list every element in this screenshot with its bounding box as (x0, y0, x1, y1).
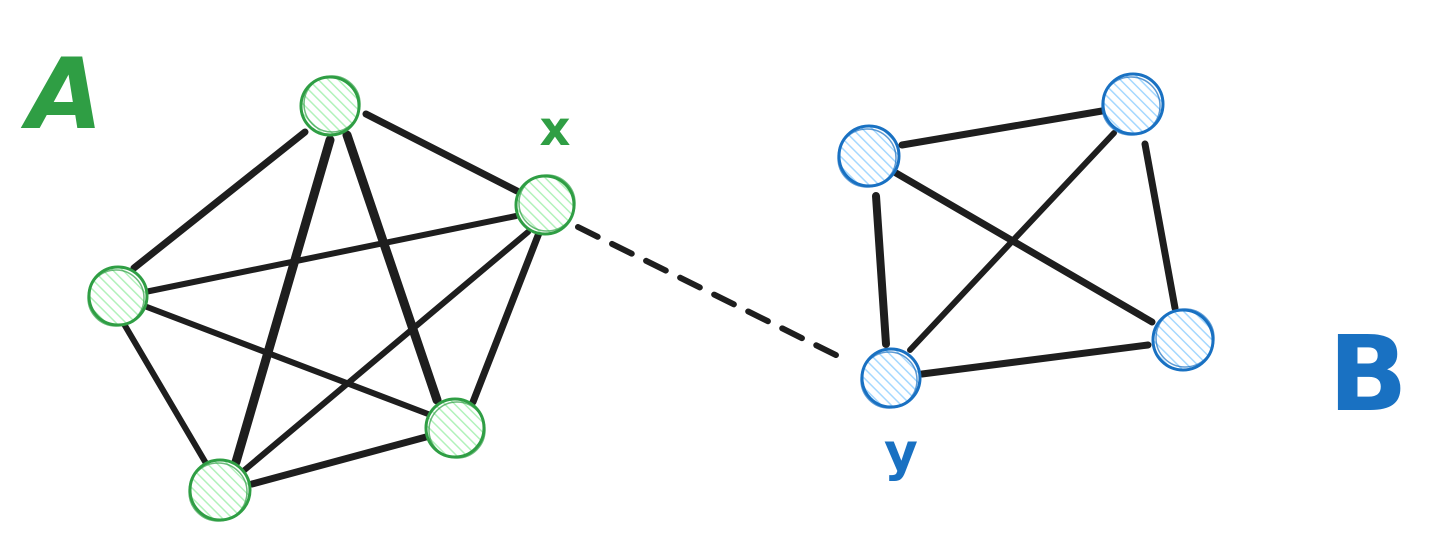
edge-a1-a2 (130, 128, 309, 272)
graph-b-label: B (1328, 313, 1407, 435)
edge-x-a4 (238, 229, 531, 476)
edge-a1-a5 (342, 130, 442, 405)
edge-a4-a5 (248, 433, 430, 488)
edge-a2-a5 (144, 304, 431, 417)
graph-node (837, 124, 901, 188)
graph-b-edges (872, 107, 1179, 378)
edge-a1-a4 (231, 135, 335, 467)
node-x-label: x (540, 101, 571, 157)
graph-b-nodes (837, 72, 1215, 409)
graph-node (188, 458, 252, 522)
graph-node (299, 75, 361, 137)
edge-b3-y (918, 341, 1152, 378)
graph-node (87, 265, 149, 327)
edge-a2-x (142, 213, 519, 295)
edge-b1-b3 (892, 169, 1156, 326)
edge-a2-a4 (121, 321, 210, 468)
graph-a-nodes (87, 75, 576, 522)
graph-node (424, 397, 486, 459)
graph-a-edges (121, 110, 543, 488)
graph-node (1151, 308, 1215, 372)
edge-a1-x (362, 110, 521, 195)
edge-b1-b2 (898, 107, 1106, 149)
graph-node-y (860, 347, 922, 409)
graph-node (1101, 72, 1165, 136)
graph-node-x (514, 174, 576, 236)
node-y-label: y (884, 423, 918, 483)
graph-a-label: A (20, 38, 103, 152)
edge-b2-b3 (1141, 140, 1179, 312)
bridge-edge-x-y (575, 224, 851, 364)
edge-x-a5 (469, 229, 543, 406)
edge-b2-y (907, 130, 1117, 353)
edge-b1-y (872, 192, 890, 348)
